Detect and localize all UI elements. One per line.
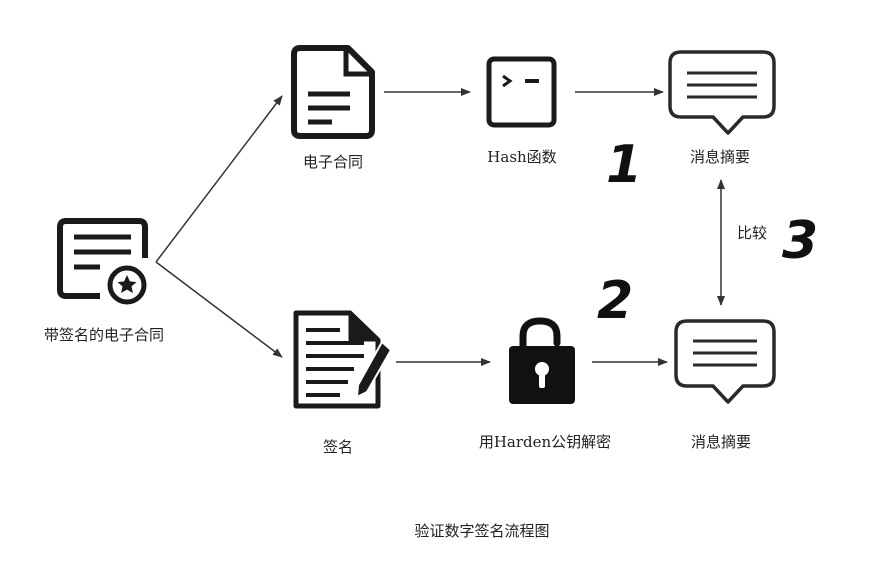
node-digest-bottom-label: 消息摘要 bbox=[690, 433, 752, 451]
node-signature-label: 签名 bbox=[322, 438, 354, 456]
arrow-to-contract bbox=[155, 95, 283, 263]
node-digest-top-label: 消息摘要 bbox=[689, 148, 751, 166]
message-bubble-icon-top bbox=[668, 50, 776, 135]
document-icon bbox=[291, 45, 375, 139]
terminal-icon bbox=[486, 56, 557, 128]
step-number-1: 1 bbox=[606, 135, 642, 195]
node-signed-contract-label: 带签名的电子合同 bbox=[43, 326, 165, 344]
message-bubble-icon-bottom bbox=[674, 319, 776, 404]
compare-label: 比较 bbox=[737, 224, 768, 242]
diagram-caption: 验证数字签名流程图 bbox=[414, 522, 550, 540]
step-number-2: 2 bbox=[597, 271, 633, 331]
signed-document-icon bbox=[293, 310, 392, 409]
certificate-icon bbox=[57, 218, 148, 305]
arrow-to-signature bbox=[155, 261, 283, 358]
node-hash-function-label: Hash函数 bbox=[487, 148, 557, 166]
node-contract-label: 电子合同 bbox=[302, 153, 364, 171]
node-decrypt-label: 用Harden公钥解密 bbox=[478, 433, 612, 451]
step-number-3: 3 bbox=[782, 211, 818, 271]
unlocked-padlock-icon bbox=[509, 317, 575, 404]
